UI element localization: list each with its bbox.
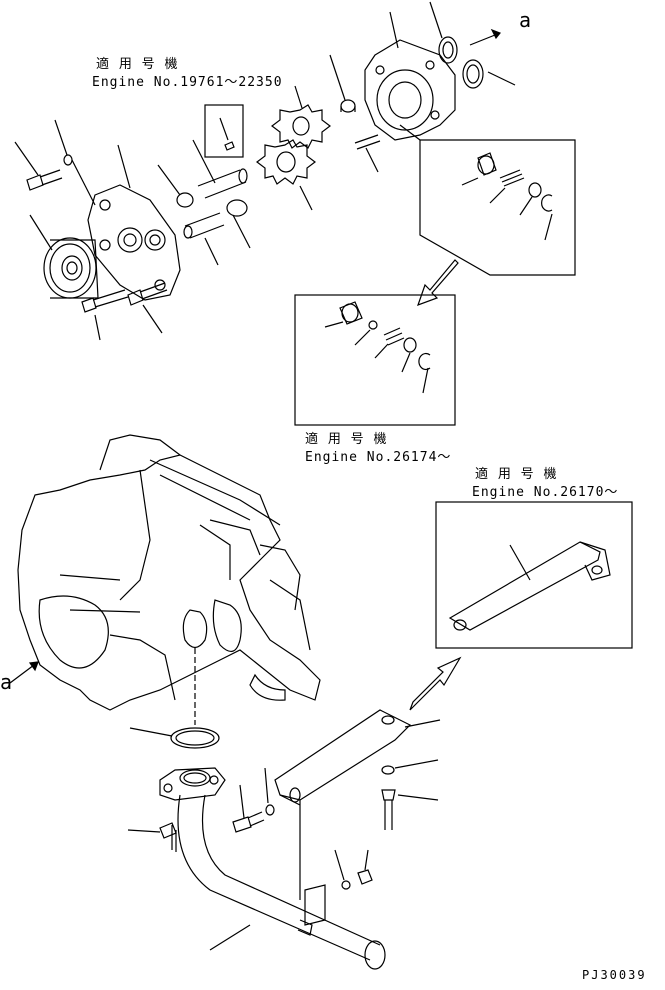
seal-rings bbox=[429, 1, 516, 89]
relief-valve-inset-new bbox=[294, 294, 456, 426]
drawing-code: PJ30039 bbox=[582, 968, 647, 982]
note-mid-engine: Engine No.26174～ bbox=[305, 450, 452, 465]
o-ring bbox=[129, 648, 220, 749]
note-mid-title: 適 用 号 機 bbox=[305, 432, 388, 447]
note-top-engine: Engine No.19761～22350 bbox=[92, 75, 283, 90]
callout-a-top: a bbox=[519, 8, 532, 32]
pipe-bracket bbox=[274, 656, 462, 926]
note-right-engine: Engine No.26170～ bbox=[472, 485, 619, 500]
relief-valve-inset bbox=[399, 124, 576, 307]
stay-inset bbox=[435, 501, 633, 649]
note-top-title: 適 用 号 機 bbox=[96, 57, 179, 72]
suction-pipe bbox=[159, 767, 386, 970]
note-right-title: 適 用 号 機 bbox=[475, 467, 558, 482]
drive-gear bbox=[271, 85, 331, 149]
cover-plate bbox=[87, 144, 181, 301]
driven-gear bbox=[256, 139, 316, 211]
callout-a-left: a bbox=[0, 670, 13, 694]
pump-body bbox=[364, 11, 456, 141]
shafts bbox=[157, 134, 381, 266]
key-inset bbox=[204, 104, 244, 158]
pump-drive-gear bbox=[29, 214, 99, 299]
bushing bbox=[329, 54, 356, 113]
bottom-bolts bbox=[127, 759, 439, 890]
bolts bbox=[14, 119, 168, 341]
engine-block bbox=[9, 434, 321, 711]
